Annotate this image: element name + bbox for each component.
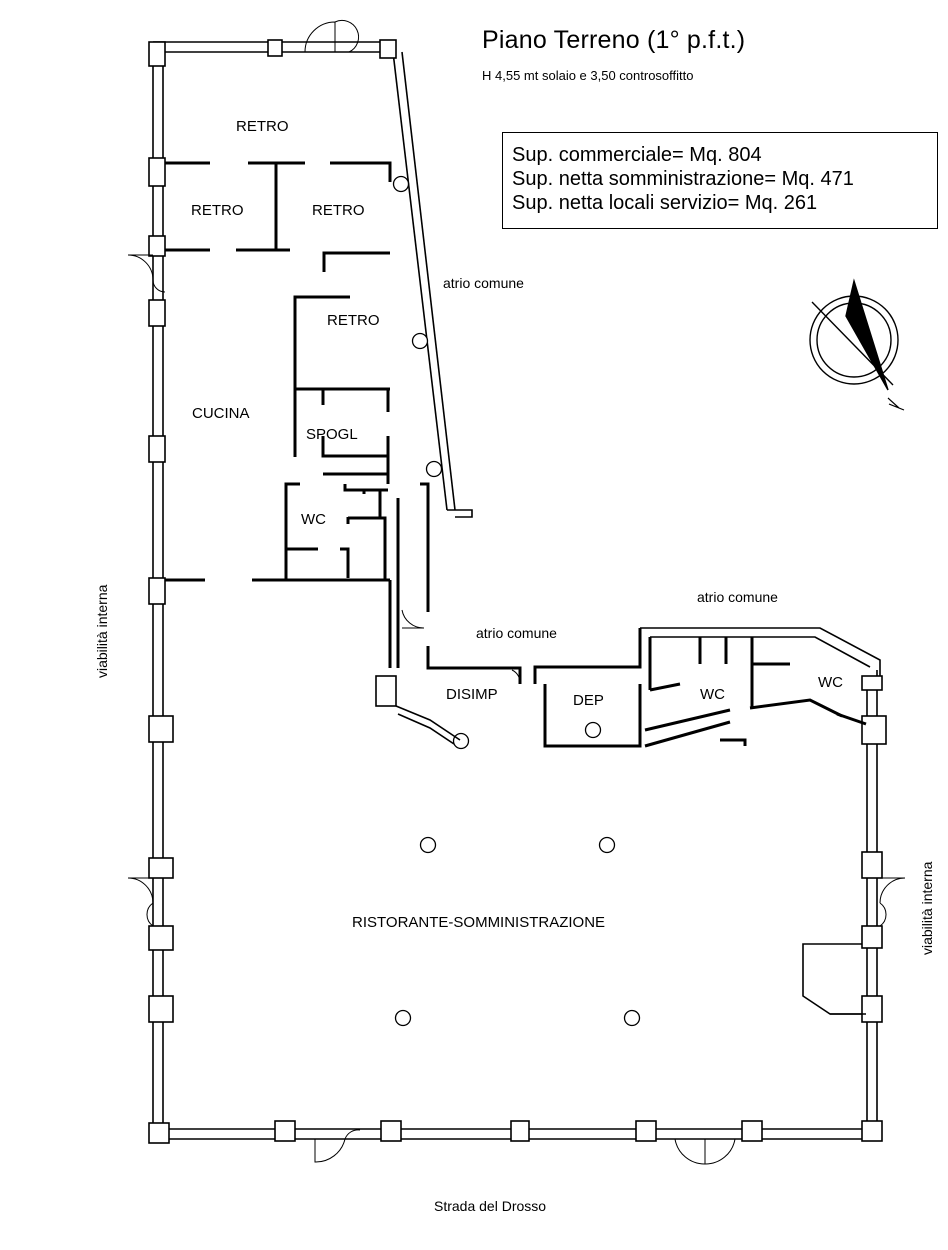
area-net-service-rooms: Sup. netta locali servizio= Mq. 261 [512, 192, 818, 214]
area-commercial: Sup. commerciale= Mq. 804 [512, 144, 762, 166]
room-retro-left: RETRO [191, 202, 244, 219]
label-street: Strada del Drosso [434, 1198, 547, 1214]
room-spogl: SPOGL [306, 426, 358, 443]
wall-piers [148, 39, 887, 1144]
page-subtitle: H 4,55 mt solaio e 3,50 controsoffitto [482, 68, 694, 83]
room-dep: DEP [573, 692, 604, 709]
room-wc-right-2: WC [818, 674, 843, 691]
label-atrio-comune-center: atrio comune [476, 625, 557, 641]
page-title: Piano Terreno (1° p.f.t.) [482, 26, 746, 54]
area-net-service-dining: Sup. netta somministrazione= Mq. 471 [512, 168, 854, 190]
areas-summary-box: Sup. commerciale= Mq. 804 Sup. netta som… [502, 132, 938, 229]
room-disimp: DISIMP [446, 686, 498, 703]
corner-feature [802, 943, 866, 1015]
label-atrio-comune-right: atrio comune [697, 589, 778, 605]
room-wc-kitchen: WC [301, 511, 326, 528]
stair [375, 675, 461, 745]
room-wc-right-1: WC [700, 686, 725, 703]
room-retro-lower: RETRO [327, 312, 380, 329]
label-atrio-comune-top: atrio comune [443, 275, 524, 291]
column-icon [392, 175, 641, 1027]
room-retro-top: RETRO [236, 118, 289, 135]
door-swing-icon [127, 19, 906, 1165]
room-retro-mid: RETRO [312, 202, 365, 219]
room-ristorante: RISTORANTE-SOMMINISTRAZIONE [352, 914, 606, 931]
label-viabilita-right: viabilità interna [919, 861, 935, 955]
north-arrow-icon [809, 278, 905, 411]
interior-walls [165, 161, 867, 748]
label-viabilita-left: viabilità interna [94, 584, 110, 678]
room-cucina: CUCINA [192, 405, 250, 422]
